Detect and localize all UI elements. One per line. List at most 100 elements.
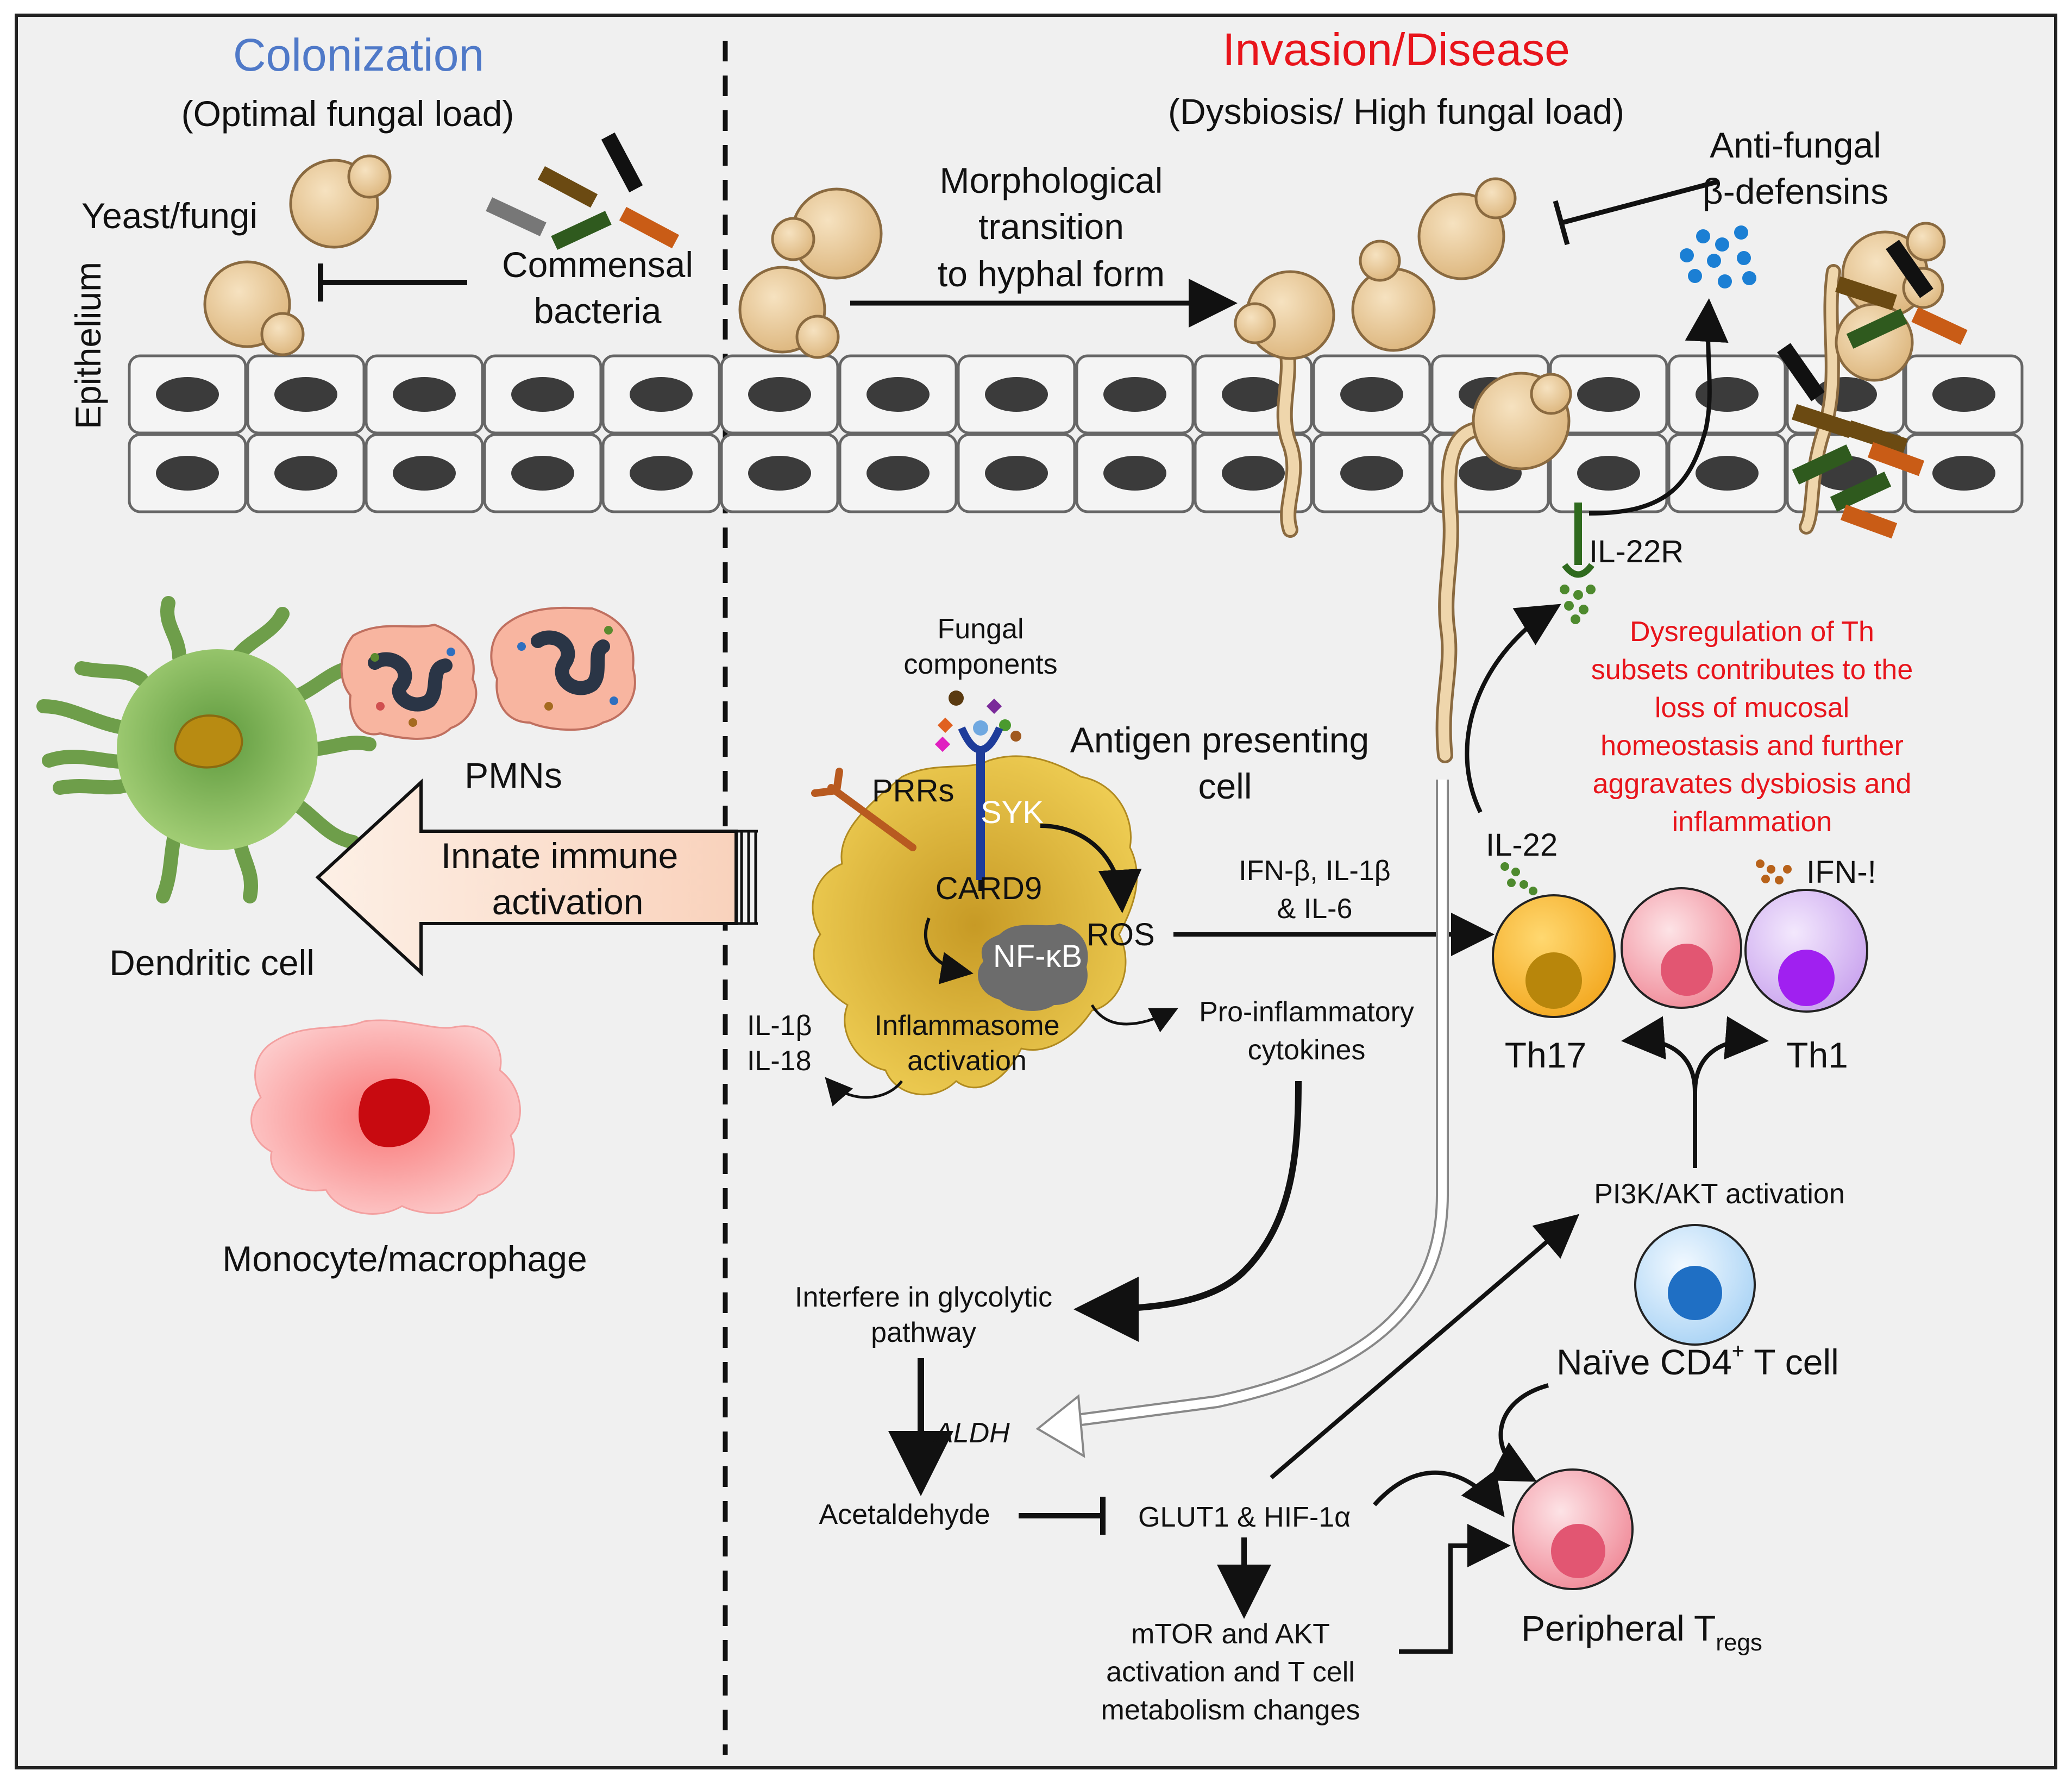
- yeast-cell: [1417, 177, 1517, 280]
- card9-to-inflammasome-arrow: [924, 917, 974, 984]
- treg-label: Peripheral Tregs: [1521, 1608, 1762, 1656]
- antifungal-label: β-defensins: [1703, 171, 1888, 211]
- commensal-label: bacteria: [534, 291, 662, 331]
- dysregulation-text: inflammation: [1672, 806, 1832, 838]
- syk-label: SYK: [981, 795, 1044, 830]
- naive-label: Naïve CD4+ T cell: [1556, 1339, 1839, 1382]
- il22r-receptor-icon: [1562, 503, 1594, 578]
- dysregulation-text: Dysregulation of Th: [1630, 616, 1874, 648]
- nfkb-label: NF-κB: [993, 939, 1082, 974]
- colonization-subtitle: (Optimal fungal load): [181, 93, 514, 134]
- epithelial-nucleus: [1222, 456, 1285, 491]
- epithelial-nucleus: [274, 377, 337, 412]
- pi3k-to-th17-arrow: [1621, 1016, 1697, 1093]
- glut1-label: GLUT1 & HIF-1α: [1138, 1502, 1351, 1533]
- yeast-cell: [289, 154, 392, 249]
- innate-label: activation: [492, 882, 644, 922]
- il22r-label: IL-22R: [1589, 534, 1684, 569]
- defensin-dots-icon: [1680, 225, 1756, 288]
- epithelial-nucleus: [393, 377, 456, 412]
- pmns-label: PMNs: [464, 755, 562, 795]
- yeast-cell: [203, 260, 305, 356]
- inhibition-line: [1561, 179, 1718, 225]
- ifn-secretion-dots-icon: [1756, 859, 1792, 884]
- epithelial-nucleus: [1932, 377, 1995, 412]
- proinflammatory-label: cytokines: [1248, 1034, 1366, 1066]
- nfkb-to-proinflammatory-arrow: [1090, 1004, 1178, 1033]
- epithelial-nucleus: [156, 377, 219, 412]
- mtor-label: activation and T cell: [1106, 1656, 1355, 1688]
- prrs-label: PRRs: [872, 773, 954, 808]
- treg-cell-icon: [1512, 1468, 1634, 1590]
- invasion-title: Invasion/Disease: [1222, 24, 1570, 75]
- pi3k-label: PI3K/AKT activation: [1594, 1178, 1845, 1210]
- il1b-label: IL-1β: [747, 1010, 812, 1041]
- epithelial-nucleus: [393, 456, 456, 491]
- hyphal-fungus: [1234, 270, 1335, 538]
- innate-immune-arrow: [315, 779, 758, 976]
- morphological-label: Morphological: [940, 160, 1163, 200]
- inflammasome-label: Inflammasome: [875, 1010, 1060, 1041]
- il22r-to-defensin-arrow: [1588, 298, 1729, 516]
- epithelial-nucleus: [630, 456, 693, 491]
- epithelial-nucleus: [1577, 456, 1640, 491]
- fungal-components-icon: [934, 690, 1021, 752]
- epithelial-nucleus: [748, 377, 811, 412]
- naive-t-cell-icon: [1634, 1224, 1756, 1346]
- mtor-label: metabolism changes: [1101, 1694, 1360, 1726]
- commensal-bacteria-icon: [486, 132, 680, 250]
- colonization-title: Colonization: [233, 29, 484, 80]
- fungal-components-label: components: [903, 649, 1057, 680]
- epithelial-nucleus: [1340, 456, 1403, 491]
- th1-cell-icon: [1744, 889, 1868, 1013]
- apc-label: cell: [1198, 766, 1252, 806]
- epithelial-nucleus: [1932, 456, 1995, 491]
- morphological-label: transition: [978, 206, 1124, 247]
- pmn-cell-icon: [490, 606, 636, 731]
- naive-to-treg-arrow: [1488, 1383, 1549, 1482]
- epithelial-nucleus: [867, 377, 930, 412]
- pmn-cell-icon: [340, 623, 478, 740]
- il18-label: IL-18: [747, 1045, 812, 1077]
- yeast-label: Yeast/fungi: [81, 196, 258, 236]
- antigen-presenting-cell-icon: [812, 755, 1138, 1096]
- pi3k-to-th1-arrow: [1693, 1016, 1769, 1093]
- hypha-to-aldh-arrow: [1035, 780, 1449, 1458]
- epithelial-nucleus: [867, 456, 930, 491]
- proinflammatory-label: Pro-inflammatory: [1199, 996, 1414, 1028]
- invasion-subtitle: (Dysbiosis/ High fungal load): [1168, 91, 1624, 131]
- innate-label: Innate immune: [441, 836, 679, 876]
- th17-cell-icon: [1492, 894, 1616, 1018]
- il22-label: IL-22: [1486, 827, 1558, 863]
- prr-receptor-icon: [811, 768, 916, 851]
- dysregulation-text: aggravates dysbiosis and: [1593, 768, 1912, 800]
- il22-secretion-dots-icon: [1500, 862, 1537, 895]
- inhibition-bar: [1553, 200, 1570, 246]
- epithelial-nucleus: [1222, 377, 1285, 412]
- fungal-components-label: Fungal: [938, 613, 1024, 645]
- epithelial-nucleus: [1696, 456, 1759, 491]
- mtor-label: mTOR and AKT: [1131, 1618, 1330, 1650]
- yeast-cell: [738, 266, 840, 359]
- th17-to-il22r-arrow: [1465, 604, 1561, 813]
- epithelium-label: Epithelium: [68, 262, 108, 429]
- hyphal-fungus: [1435, 372, 1572, 763]
- monocyte-cell-icon: [250, 1019, 521, 1215]
- dysregulation-text: loss of mucosal: [1655, 692, 1849, 724]
- dysregulation-text: homeostasis and further: [1600, 730, 1904, 762]
- mtor-to-treg-arrow: [1399, 1524, 1511, 1654]
- yeast-cell: [771, 187, 883, 280]
- proinflammatory-to-glycolytic-arrow: [1073, 1081, 1302, 1342]
- ros-label: ROS: [1087, 917, 1155, 952]
- epithelial-nucleus: [511, 456, 574, 491]
- il22-dots-icon: [1560, 585, 1596, 624]
- card9-label: CARD9: [935, 871, 1043, 906]
- syk-to-ros-arrow: [1040, 824, 1142, 913]
- epithelial-nucleus: [985, 456, 1048, 491]
- epithelial-nucleus: [1103, 377, 1166, 412]
- inflammasome-label: activation: [907, 1045, 1027, 1077]
- epithelial-nucleus: [511, 377, 574, 412]
- aldh-label: ALDH: [933, 1417, 1010, 1449]
- epithelial-nucleus: [1340, 377, 1403, 412]
